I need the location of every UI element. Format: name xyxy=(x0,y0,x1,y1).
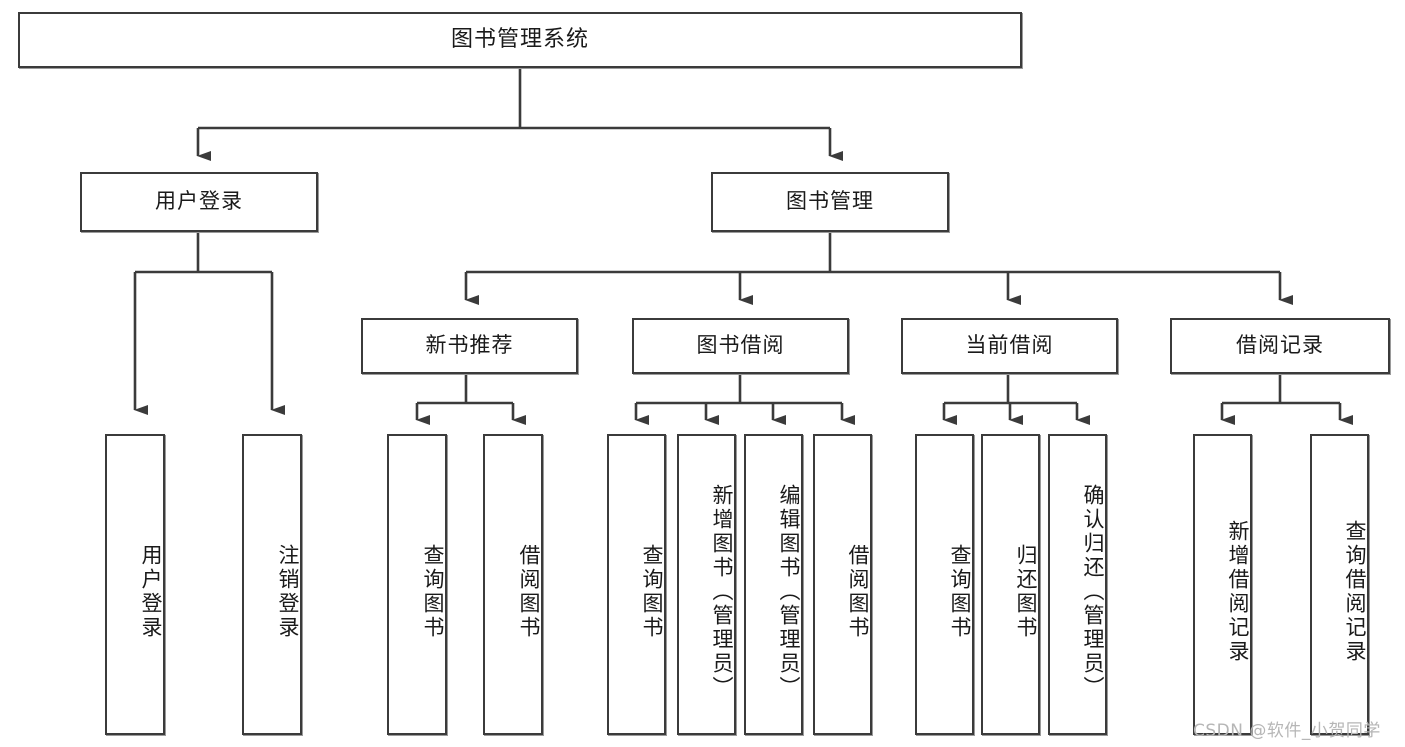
leaf-query-book-3[interactable]: 查询图书 xyxy=(915,434,974,735)
leaf-logout-login[interactable]: 注销登录 xyxy=(242,434,302,735)
leaf-add-borrow-record[interactable]: 新增借阅记录 xyxy=(1193,434,1252,735)
node-root[interactable]: 图书管理系统 xyxy=(18,12,1022,68)
leaf-return-book[interactable]: 归还图书 xyxy=(981,434,1040,735)
leaf-confirm-return-admin[interactable]: 确认归还（管理员） xyxy=(1048,434,1107,735)
node-current-borrow[interactable]: 当前借阅 xyxy=(901,318,1118,374)
node-new-book-recommend[interactable]: 新书推荐 xyxy=(361,318,578,374)
node-borrow-record[interactable]: 借阅记录 xyxy=(1170,318,1390,374)
leaf-edit-book-admin[interactable]: 编辑图书（管理员） xyxy=(744,434,803,735)
leaf-add-book-admin[interactable]: 新增图书（管理员） xyxy=(677,434,736,735)
leaf-query-borrow-record[interactable]: 查询借阅记录 xyxy=(1310,434,1369,735)
leaf-query-book-1[interactable]: 查询图书 xyxy=(387,434,447,735)
node-user-login[interactable]: 用户登录 xyxy=(80,172,318,232)
leaf-borrow-book-2[interactable]: 借阅图书 xyxy=(813,434,872,735)
leaf-query-book-2[interactable]: 查询图书 xyxy=(607,434,666,735)
csdn-watermark: CSDN @软件_小贺同学 xyxy=(1193,721,1381,741)
leaf-borrow-book-1[interactable]: 借阅图书 xyxy=(483,434,543,735)
node-book-manage[interactable]: 图书管理 xyxy=(711,172,949,232)
node-book-borrow[interactable]: 图书借阅 xyxy=(632,318,849,374)
leaf-user-login[interactable]: 用户登录 xyxy=(105,434,165,735)
